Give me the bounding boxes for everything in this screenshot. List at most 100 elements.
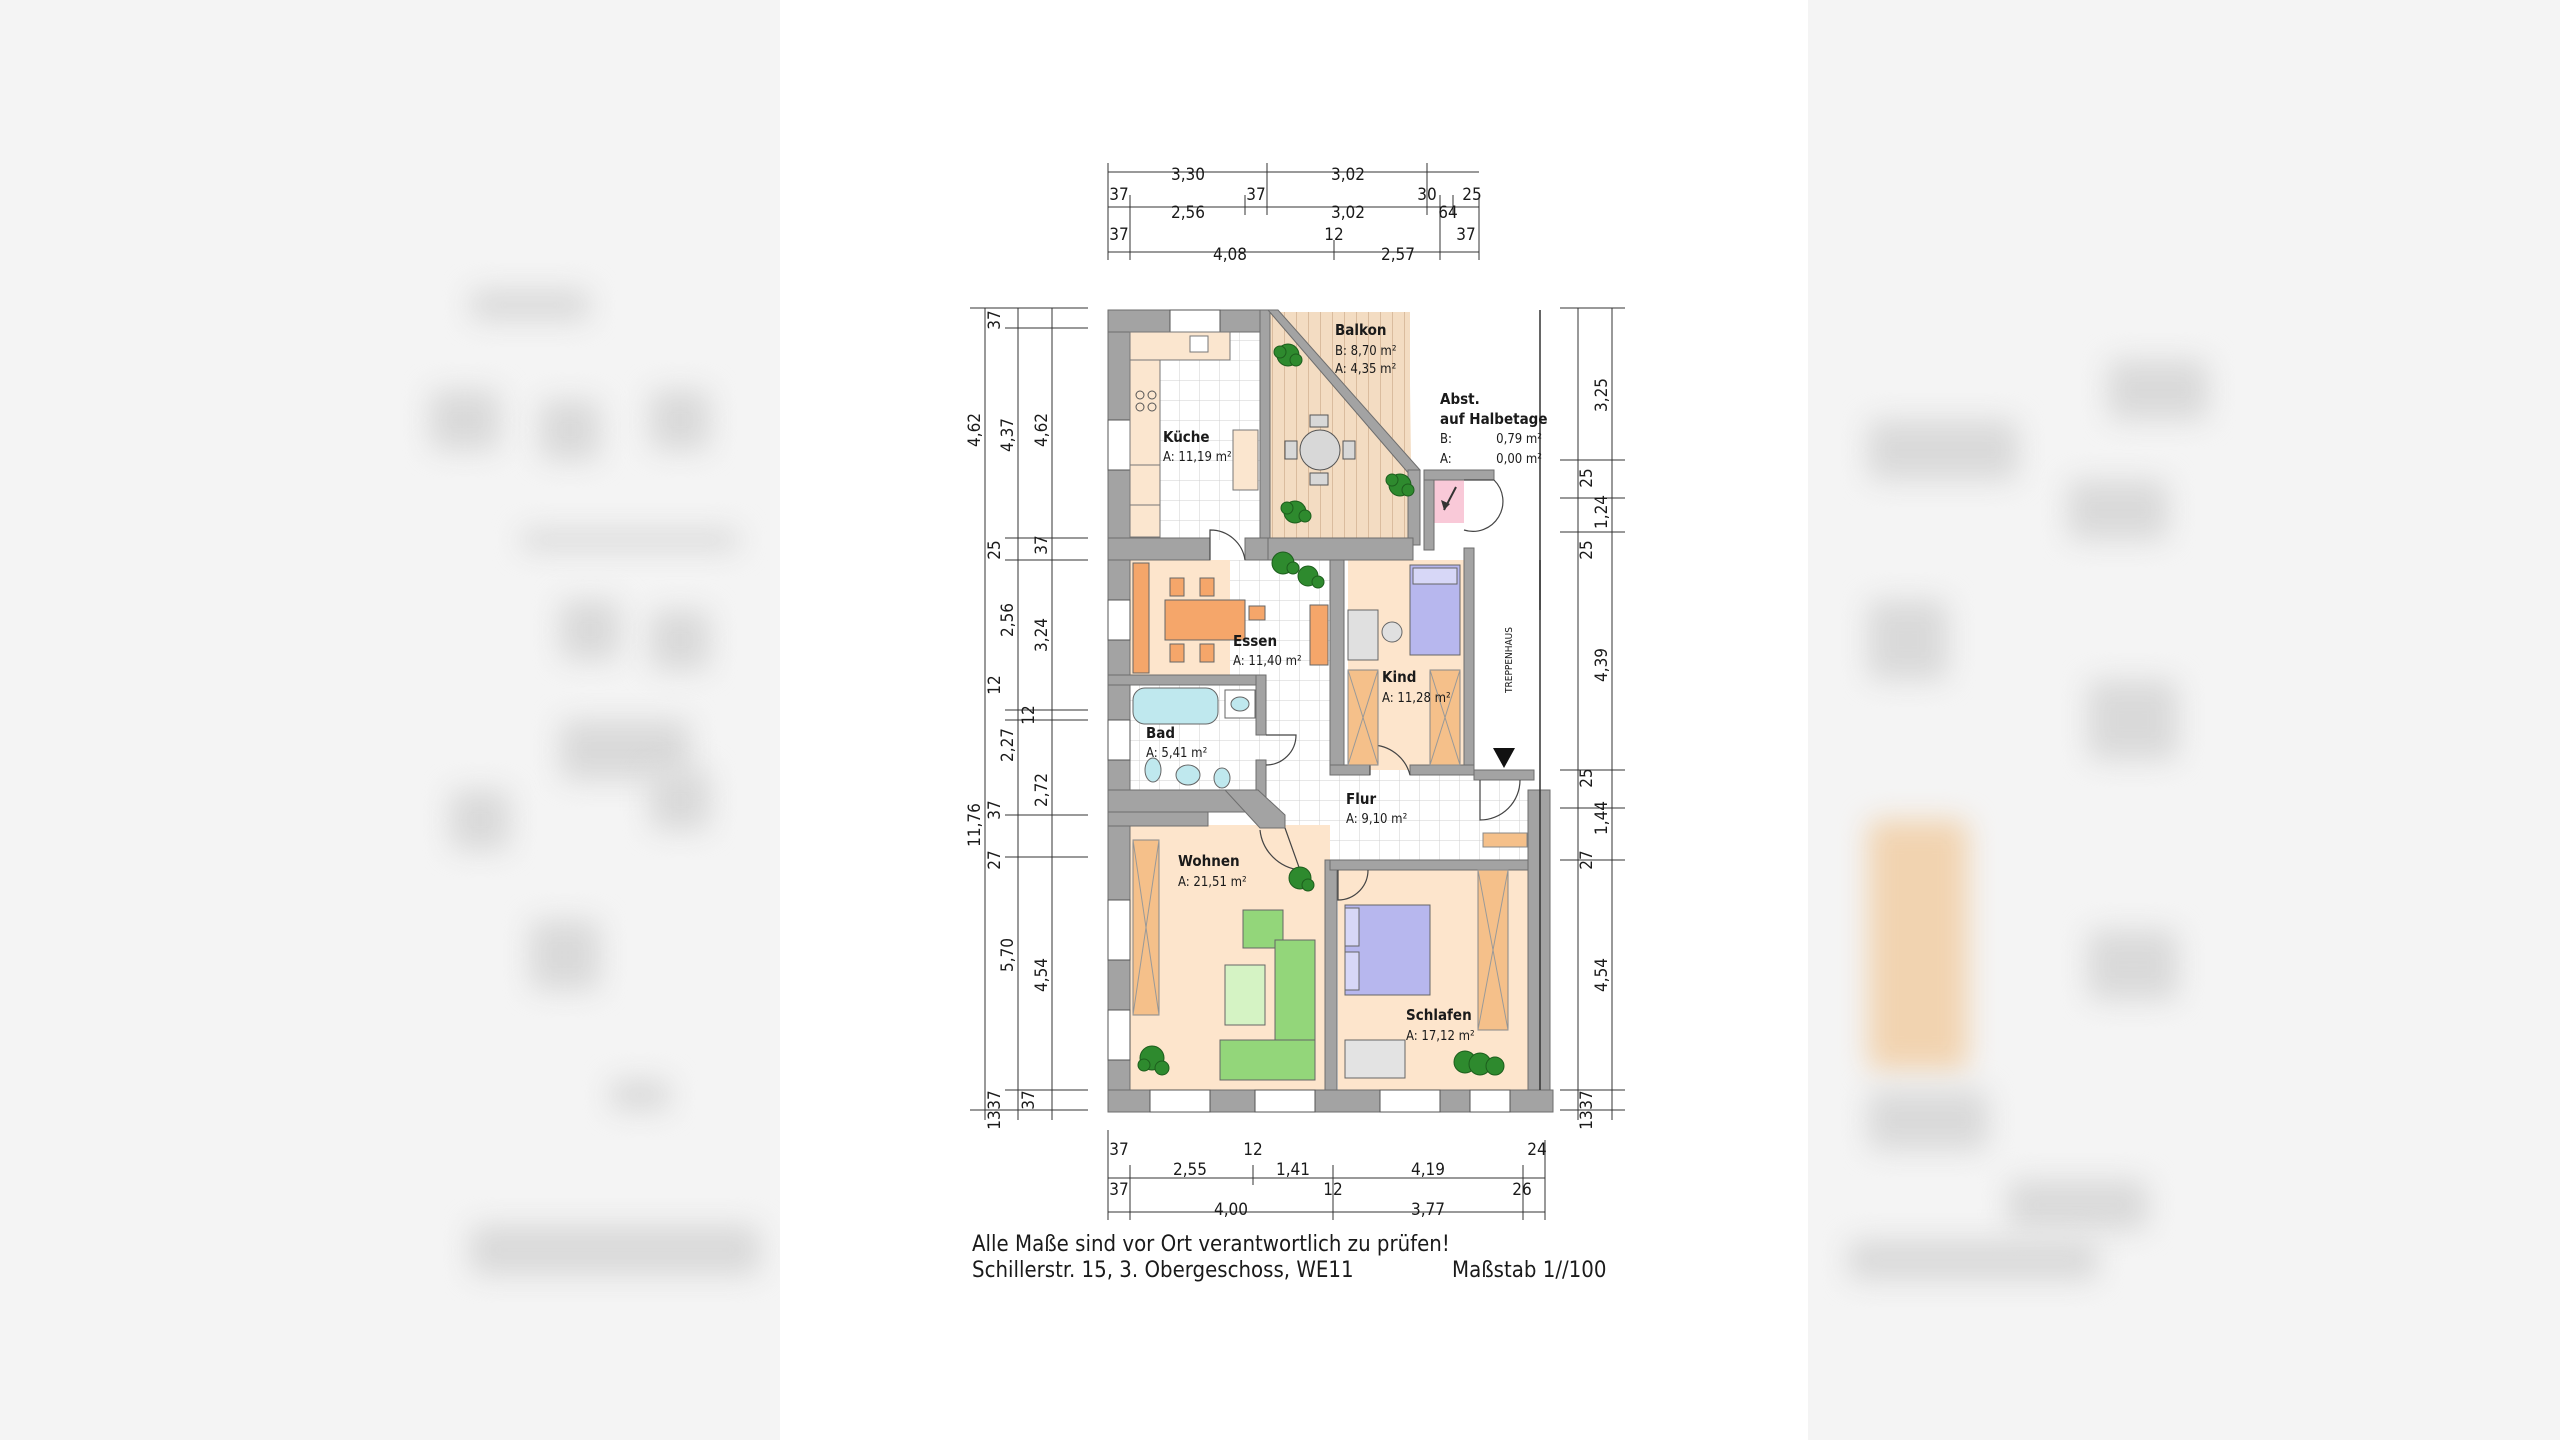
plant-icon: [1385, 473, 1415, 497]
dim-top-9: 25: [1462, 185, 1481, 205]
dim-left-mid-8: 27: [985, 850, 1005, 869]
caption-scale: Maßstab 1//100: [1452, 1258, 1607, 1283]
dim-top-7: 30: [1417, 185, 1436, 205]
dim-left-mid-2: 4,37: [998, 418, 1018, 452]
room-area-wohnen: A: 21,51 m²: [1178, 875, 1247, 890]
dim-left-inner-7: 37: [1019, 1090, 1039, 1109]
room-area-bad: A: 5,41 m²: [1146, 746, 1207, 761]
label-treppenhaus: TREPPENHAUS: [1504, 627, 1515, 694]
dim-bottom-10: 3,77: [1411, 1200, 1445, 1220]
room-name-kueche: Küche: [1163, 428, 1210, 446]
balcony-table-icon: [1299, 429, 1341, 471]
room-name-wohnen: Wohnen: [1178, 852, 1240, 870]
dim-top-2: 3,02: [1331, 165, 1365, 185]
room-name-balkon: Balkon: [1335, 321, 1386, 339]
room-name-flur: Flur: [1346, 790, 1376, 808]
dim-right-inner-4: 27: [1577, 850, 1597, 869]
dim-bottom-6: 24: [1527, 1140, 1546, 1160]
dim-top-3: 37: [1109, 185, 1128, 205]
toilet-icon: [1144, 757, 1162, 783]
dim-left-inner-1: 4,62: [1032, 413, 1052, 447]
dim-bottom-8: 4,00: [1214, 1200, 1248, 1220]
room-area-balkon-b: B: 8,70 m²: [1335, 344, 1397, 359]
dim-bottom-11: 26: [1512, 1180, 1531, 1200]
bathtub-icon: [1132, 687, 1219, 725]
dim-top-4: 2,56: [1171, 203, 1205, 223]
room-labels: Balkon B: 8,70 m² A: 4,35 m² Abst. auf H…: [1146, 321, 1547, 1044]
room-name-kind: Kind: [1382, 668, 1416, 686]
dim-left-mid-9: 5,70: [998, 938, 1018, 972]
room-area-kueche: A: 11,19 m²: [1163, 450, 1232, 465]
room-area-abst-a: 0,00 m²: [1496, 452, 1542, 467]
dim-left-outer-2: 11,76: [965, 803, 985, 847]
hall-wardrobe: [1482, 832, 1528, 848]
dim-left-inner-5: 2,72: [1032, 773, 1052, 807]
dim-bottom-9: 12: [1323, 1180, 1342, 1200]
floor-plan-sheet: 3,30 3,02 37 2,56 37 3,02 30 64 25 37 4,…: [780, 0, 1808, 1440]
dim-top-10: 37: [1109, 225, 1128, 245]
dim-right-outer-3: 4,39: [1592, 648, 1612, 682]
dim-bottom-3: 12: [1243, 1140, 1262, 1160]
room-name-abst-2: auf Halbetage: [1440, 410, 1547, 428]
room-area-schlafen: A: 17,12 m²: [1406, 1029, 1475, 1044]
windows: [1107, 309, 1511, 1113]
stove-icon: [1135, 390, 1145, 400]
dim-top-14: 37: [1456, 225, 1475, 245]
furniture: [1129, 331, 1528, 1081]
plant-icon: [1288, 866, 1315, 892]
dim-left-inner-2: 37: [1032, 535, 1052, 554]
dimension-lines: [970, 163, 1625, 1220]
dim-top-11: 4,08: [1213, 245, 1247, 265]
dim-left-inner-4: 12: [1019, 705, 1039, 724]
dim-right-inner-5: 37: [1577, 1090, 1597, 1109]
plant-icon: [1273, 343, 1303, 367]
room-area-abst-a-label: A:: [1440, 452, 1452, 467]
kitchen-counter: [1129, 331, 1161, 538]
dim-bottom-5: 4,19: [1411, 1160, 1445, 1180]
room-name-schlafen: Schlafen: [1406, 1006, 1472, 1024]
dim-top-13: 2,57: [1381, 245, 1415, 265]
dim-left-inner-3: 3,24: [1032, 618, 1052, 652]
dim-left-mid-3: 25: [985, 540, 1005, 559]
dim-left-mid-11: 13: [985, 1110, 1005, 1129]
balcony-floor: [1268, 312, 1412, 540]
room-area-abst-b-label: B:: [1440, 432, 1452, 447]
dim-bottom-1: 37: [1109, 1140, 1128, 1160]
plant-icon: [1453, 1050, 1505, 1076]
floor-plan-drawing: 3,30 3,02 37 2,56 37 3,02 30 64 25 37 4,…: [965, 163, 1625, 1220]
room-area-flur: A: 9,10 m²: [1346, 812, 1407, 827]
dim-left-mid-1: 37: [985, 310, 1005, 329]
armchair-icon: [1242, 909, 1284, 949]
desk-icon: [1347, 609, 1379, 661]
dim-left-mid-6: 2,27: [998, 728, 1018, 762]
dim-bottom-7: 37: [1109, 1180, 1128, 1200]
entrance-arrow-icon: [1493, 748, 1515, 768]
dim-right-outer-5: 4,54: [1592, 958, 1612, 992]
blurred-background-left: [0, 0, 780, 1440]
dim-right-inner-3: 25: [1577, 768, 1597, 787]
sink-icon: [1189, 335, 1209, 353]
dim-top-12: 12: [1324, 225, 1343, 245]
room-area-balkon-a: A: 4,35 m²: [1335, 362, 1396, 377]
dim-top-5: 37: [1246, 185, 1265, 205]
room-area-abst-b: 0,79 m²: [1496, 432, 1542, 447]
plant-icon: [1137, 1045, 1170, 1076]
plant-icon: [1271, 551, 1300, 575]
room-area-kind: A: 11,28 m²: [1382, 691, 1451, 706]
dining-table-icon: [1164, 599, 1246, 641]
room-name-bad: Bad: [1146, 724, 1175, 742]
plant-icon: [1297, 565, 1325, 589]
coffee-table-icon: [1224, 964, 1266, 1026]
dim-top-6: 3,02: [1331, 203, 1365, 223]
dim-left-mid-7: 37: [985, 800, 1005, 819]
dim-bottom-4: 1,41: [1276, 1160, 1310, 1180]
dimension-labels: 3,30 3,02 37 2,56 37 3,02 30 64 25 37 4,…: [965, 165, 1612, 1220]
dim-right-outer-2: 1,24: [1592, 495, 1612, 529]
caption-address: Schillerstr. 15, 3. Obergeschoss, WE11: [972, 1258, 1354, 1283]
dim-left-mid-10: 37: [985, 1090, 1005, 1109]
room-area-essen: A: 11,40 m²: [1233, 654, 1302, 669]
sideboard: [1132, 562, 1150, 674]
dim-left-mid-4: 2,56: [998, 603, 1018, 637]
dim-right-inner-6: 13: [1577, 1110, 1597, 1129]
dim-left-inner-6: 4,54: [1032, 958, 1052, 992]
